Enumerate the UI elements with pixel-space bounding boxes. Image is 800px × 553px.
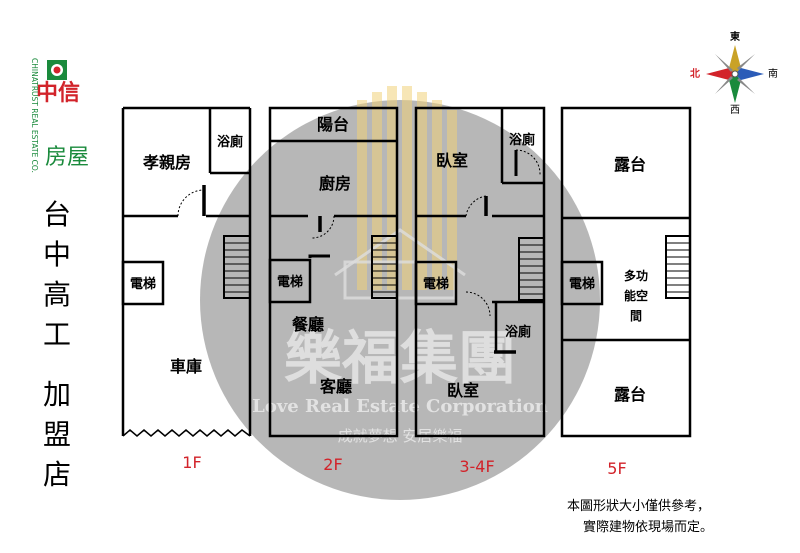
floor-5f (560, 106, 692, 438)
watermark-circle (200, 100, 600, 500)
floor-1f-stairs-icon (224, 242, 250, 293)
watermark-slogan-text: 成就夢想 安居樂福 (338, 427, 463, 445)
room-bath: 浴廁 (217, 134, 243, 150)
floor-1f (121, 106, 252, 437)
branch-char: 工 (43, 318, 71, 351)
floor-1f-labels: 孝親房 浴廁 電梯 車庫 (130, 134, 243, 376)
floor-5f-stairs-icon (666, 242, 690, 293)
room-terrace: 露台 (614, 385, 646, 404)
branch-char: 店 (43, 458, 71, 491)
floor-2f-stairs-icon (372, 242, 397, 293)
brand-name-bottom: 房屋 (45, 145, 89, 170)
floor-5f-labels: 露台 電梯 多功 能空 間 露台 (569, 155, 648, 404)
floor-label-2f: 2F (323, 455, 342, 474)
room-terrace: 露台 (614, 155, 646, 174)
room-balcony: 陽台 (317, 115, 349, 134)
brand-name-top: 中信 (36, 80, 80, 106)
watermark-bars (357, 86, 457, 290)
room-living: 客廳 (320, 377, 352, 396)
compass-south-label: 南 (768, 67, 778, 80)
room-bath: 浴廁 (505, 324, 531, 340)
branch-name: 台 中 高 工 加 盟 店 (43, 198, 71, 491)
branch-char: 盟 (43, 418, 71, 451)
floor-2f-labels: 陽台 廚房 電梯 餐廳 客廳 (277, 115, 352, 396)
branch-char: 高 (43, 278, 71, 311)
compass-icon: 東 北 南 西 (690, 30, 778, 116)
room-multi-purpose-3: 間 (630, 309, 642, 323)
compass-east-label: 東 (730, 30, 740, 43)
floor-label-3-4f: 3-4F (459, 457, 494, 476)
room-elevator: 電梯 (130, 276, 156, 292)
disclaimer-line-2: 實際建物依現場而定。 (583, 519, 713, 535)
brand-vertical-en: CHINATRUST REAL ESTATE CO. (30, 58, 39, 173)
floor-label-5f: 5F (607, 459, 626, 478)
floor-label-1f: 1F (182, 453, 201, 472)
room-multi-purpose-2: 能空 (624, 288, 648, 303)
room-dining: 餐廳 (291, 315, 324, 334)
branch-char: 加 (43, 378, 71, 411)
floor-3-4f (414, 106, 546, 438)
room-elevator: 電梯 (277, 274, 303, 290)
watermark-en-text: Love Real Estate Corporation (252, 396, 548, 417)
watermark-cn-text: 樂福集團 (284, 324, 516, 392)
branch-char: 中 (43, 238, 71, 271)
room-multi-purpose-1: 多功 (624, 268, 648, 283)
disclaimer-line-1: 本圖形狀大小僅供參考， (567, 499, 710, 514)
floor-3-4f-stairs-icon (519, 244, 544, 295)
room-elevator: 電梯 (423, 276, 449, 292)
floor-2f (268, 106, 399, 438)
floor-3-4f-labels: 臥室 浴廁 電梯 浴廁 臥室 (423, 132, 535, 400)
compass-west-label: 西 (730, 105, 740, 116)
compass-north-label: 北 (690, 67, 700, 80)
brand-logo: 中信 房屋 CHINATRUST REAL ESTATE CO. (30, 58, 89, 173)
room-bedroom: 臥室 (436, 151, 468, 170)
room-elevator: 電梯 (569, 276, 595, 292)
disclaimer: 本圖形狀大小僅供參考， 實際建物依現場而定。 (567, 499, 713, 535)
watermark: 樂福集團 Love Real Estate Corporation 成就夢想 安… (200, 86, 600, 500)
room-parent-room: 孝親房 (142, 153, 191, 172)
room-bedroom: 臥室 (447, 381, 479, 400)
room-garage: 車庫 (170, 357, 202, 376)
room-kitchen: 廚房 (319, 174, 351, 193)
room-bath: 浴廁 (509, 132, 535, 148)
branch-char: 台 (43, 198, 71, 231)
